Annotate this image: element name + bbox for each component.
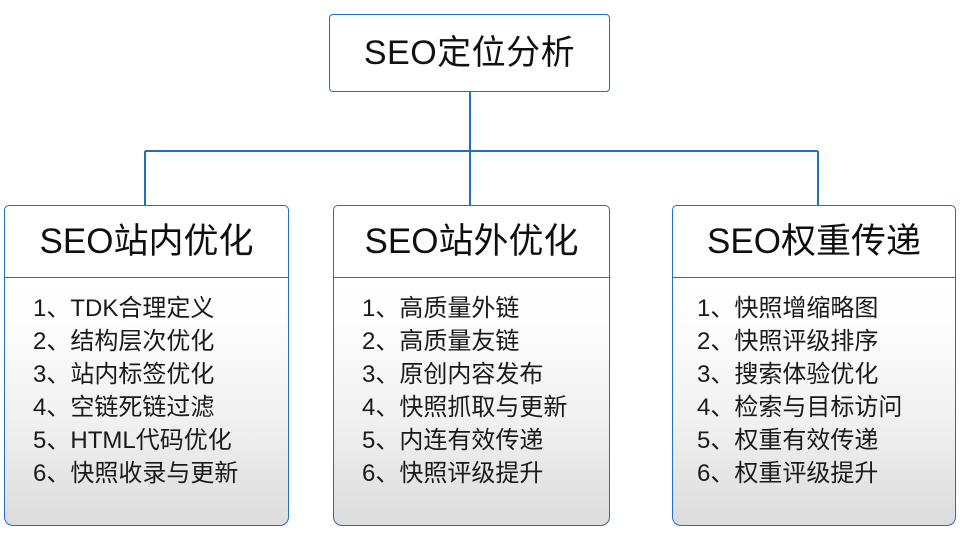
list-item-index: 3、 [33,361,71,388]
list-item: 1、TDK合理定义 [5,292,288,325]
list-item-index: 2、 [33,328,71,355]
list-item: 1、高质量外链 [334,292,609,325]
list-item-text: 快照抓取与更新 [399,394,568,421]
list-item-text: HTML代码优化 [70,427,232,454]
branch-list-seo-offsite: 1、高质量外链 2、高质量友链 3、原创内容发布 4、快照抓取与更新 5、内连有… [333,278,610,526]
root-node-label: SEO定位分析 [363,34,576,72]
branch-list-seo-onsite: 1、TDK合理定义 2、结构层次优化 3、站内标签优化 4、空链死链过滤 5、H… [4,278,289,526]
list-item: 2、高质量友链 [334,325,609,358]
list-item-index: 4、 [697,394,735,421]
list-item: 5、HTML代码优化 [5,424,288,457]
list-item-index: 4、 [362,394,400,421]
list-item-text: 高质量友链 [399,328,520,355]
branch-column-seo-offsite: SEO站外优化 1、高质量外链 2、高质量友链 3、原创内容发布 4、快照抓取与… [333,205,610,526]
list-item-text: 快照增缩略图 [734,295,879,322]
branch-header-seo-weight[interactable]: SEO权重传递 [672,205,956,278]
list-item: 4、快照抓取与更新 [334,391,609,424]
list-item-text: 权重有效传递 [734,427,879,454]
list-item-text: 权重评级提升 [734,460,879,487]
list-item-text: 空链死链过滤 [70,394,215,421]
list-item: 3、站内标签优化 [5,358,288,391]
list-item-text: 原创内容发布 [399,361,544,388]
list-item-text: 站内标签优化 [70,361,215,388]
list-item-index: 5、 [697,427,735,454]
list-item-text: TDK合理定义 [70,295,215,322]
list-item: 6、快照收录与更新 [5,457,288,490]
branch-header-seo-offsite[interactable]: SEO站外优化 [333,205,610,278]
list-item-index: 3、 [697,361,735,388]
list-item: 4、空链死链过滤 [5,391,288,424]
list-item: 6、权重评级提升 [673,457,955,490]
list-item: 3、搜索体验优化 [673,358,955,391]
branch-header-label: SEO站内优化 [39,222,254,261]
branch-column-seo-weight: SEO权重传递 1、快照增缩略图 2、快照评级排序 3、搜索体验优化 4、检索与… [672,205,956,526]
list-item-index: 1、 [697,295,735,322]
list-item-text: 内连有效传递 [399,427,544,454]
list-item-index: 2、 [697,328,735,355]
list-item-index: 6、 [33,460,71,487]
list-item-index: 2、 [362,328,400,355]
list-item-index: 3、 [362,361,400,388]
list-item-text: 检索与目标访问 [734,394,903,421]
list-item-text: 快照评级提升 [399,460,544,487]
root-node[interactable]: SEO定位分析 [329,14,610,92]
list-item-text: 结构层次优化 [70,328,215,355]
list-item-index: 5、 [362,427,400,454]
branch-column-seo-onsite: SEO站内优化 1、TDK合理定义 2、结构层次优化 3、站内标签优化 4、空链… [4,205,289,526]
branch-header-label: SEO权重传递 [707,222,921,261]
list-item-text: 搜索体验优化 [734,361,879,388]
branch-list-seo-weight: 1、快照增缩略图 2、快照评级排序 3、搜索体验优化 4、检索与目标访问 5、权… [672,278,956,526]
list-item: 4、检索与目标访问 [673,391,955,424]
list-item: 2、结构层次优化 [5,325,288,358]
branch-header-seo-onsite[interactable]: SEO站内优化 [4,205,289,278]
list-item: 5、权重有效传递 [673,424,955,457]
list-item-index: 5、 [33,427,71,454]
list-item-text: 快照收录与更新 [70,460,239,487]
list-item: 5、内连有效传递 [334,424,609,457]
list-item: 1、快照增缩略图 [673,292,955,325]
list-item-index: 6、 [362,460,400,487]
list-item: 2、快照评级排序 [673,325,955,358]
list-item: 6、快照评级提升 [334,457,609,490]
branch-header-label: SEO站外优化 [364,222,579,261]
list-item-index: 1、 [362,295,400,322]
list-item-text: 高质量外链 [399,295,520,322]
list-item-text: 快照评级排序 [734,328,879,355]
list-item-index: 6、 [697,460,735,487]
list-item-index: 1、 [33,295,71,322]
list-item-index: 4、 [33,394,71,421]
list-item: 3、原创内容发布 [334,358,609,391]
